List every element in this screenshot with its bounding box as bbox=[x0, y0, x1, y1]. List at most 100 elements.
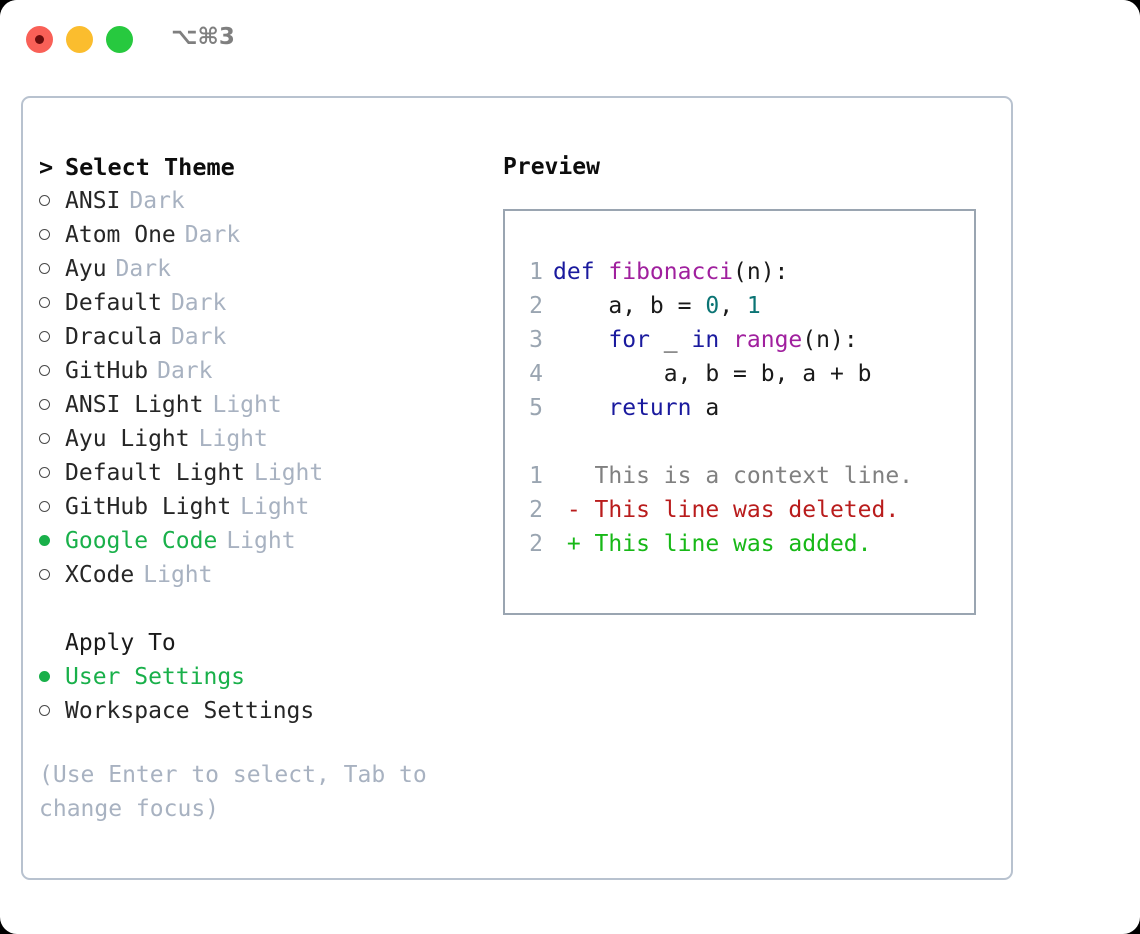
apply-to-option-workspace-settings[interactable]: Workspace Settings bbox=[39, 694, 479, 728]
line-number: 1 bbox=[529, 259, 543, 285]
radio-dot bbox=[39, 535, 50, 546]
list-spacer bbox=[39, 592, 479, 626]
radio-dot bbox=[39, 501, 50, 512]
code-token-kw: return bbox=[608, 395, 692, 421]
diff-line-ctx: 1 This is a context line. bbox=[517, 459, 968, 493]
diff-line-del: 2 - This line was deleted. bbox=[517, 493, 968, 527]
radio-dot bbox=[39, 671, 50, 682]
theme-variant-tag: Dark bbox=[157, 358, 213, 384]
theme-name: Default bbox=[65, 290, 162, 316]
code-token-plain: (n): bbox=[802, 327, 858, 353]
minimize-window-button[interactable] bbox=[66, 26, 93, 53]
code-token-plain: a bbox=[691, 395, 720, 421]
caret-icon: > bbox=[39, 153, 54, 181]
diff-marker bbox=[553, 463, 595, 489]
select-theme-title: Select Theme bbox=[65, 153, 235, 181]
line-number: 3 bbox=[529, 327, 543, 353]
code-token-kw: in bbox=[691, 327, 734, 353]
radio-dot bbox=[39, 365, 50, 376]
line-number: 1 bbox=[529, 463, 543, 489]
theme-variant-tag: Dark bbox=[115, 256, 171, 282]
theme-option-ayu[interactable]: Ayu Dark bbox=[39, 252, 479, 286]
keyboard-hint-text: (Use Enter to select, Tab to change focu… bbox=[39, 762, 427, 822]
keyboard-shortcut-label: ⌥⌘3 bbox=[171, 24, 235, 50]
maximize-window-button[interactable] bbox=[106, 26, 133, 53]
radio-dot bbox=[39, 263, 50, 274]
line-number: 2 bbox=[529, 497, 543, 523]
line-number: 2 bbox=[529, 531, 543, 557]
radio-dot bbox=[39, 705, 50, 716]
title-bar: ⌥⌘3 bbox=[0, 0, 1140, 78]
theme-option-github-light[interactable]: GitHub Light Light bbox=[39, 490, 479, 524]
radio-dot bbox=[39, 229, 50, 240]
theme-name: Dracula bbox=[65, 324, 162, 350]
code-diff-gap bbox=[517, 425, 968, 459]
line-number: 2 bbox=[529, 293, 543, 319]
line-number: 5 bbox=[529, 395, 543, 421]
theme-variant-tag: Light bbox=[143, 562, 213, 588]
theme-option-default[interactable]: Default Dark bbox=[39, 286, 479, 320]
theme-variant-tag: Light bbox=[254, 460, 324, 486]
select-theme-header: > Select Theme bbox=[39, 150, 479, 184]
theme-name: Default Light bbox=[65, 460, 246, 486]
diff-lines: 1 This is a context line.2 - This line w… bbox=[517, 459, 968, 561]
line-number: 4 bbox=[529, 361, 543, 387]
code-token-plain bbox=[553, 395, 608, 421]
code-line: 5 return a bbox=[517, 391, 968, 425]
diff-marker: + bbox=[553, 531, 595, 557]
code-token-kw: for bbox=[608, 327, 650, 353]
code-token-plain: a, b = bbox=[553, 293, 706, 319]
apply-to-name: User Settings bbox=[65, 664, 246, 690]
theme-name: Atom One bbox=[65, 222, 176, 248]
code-line: 2 a, b = 0, 1 bbox=[517, 289, 968, 323]
theme-option-ansi[interactable]: ANSI Dark bbox=[39, 184, 479, 218]
theme-option-default-light[interactable]: Default Light Light bbox=[39, 456, 479, 490]
code-token-num: 0 bbox=[705, 293, 720, 319]
theme-name: XCode bbox=[65, 562, 135, 588]
diff-text: This is a context line. bbox=[594, 463, 914, 489]
apply-to-name: Workspace Settings bbox=[65, 698, 315, 724]
theme-variant-tag: Dark bbox=[170, 290, 227, 316]
code-line: 4 a, b = b, a + b bbox=[517, 357, 968, 391]
theme-option-dracula[interactable]: Dracula Dark bbox=[39, 320, 479, 354]
theme-variant-tag: Light bbox=[240, 494, 310, 520]
theme-name: GitHub bbox=[65, 358, 149, 384]
radio-dot bbox=[39, 569, 50, 580]
theme-name: GitHub Light bbox=[65, 494, 232, 520]
theme-option-google-code[interactable]: Google Code Light bbox=[39, 524, 479, 558]
code-token-fn: fibonacci bbox=[608, 259, 734, 285]
theme-variant-tag: Light bbox=[212, 392, 282, 418]
theme-name: Ayu bbox=[65, 256, 107, 282]
theme-name: Ayu Light bbox=[65, 426, 190, 452]
code-token-plain: (n): bbox=[733, 259, 789, 285]
theme-variant-tag: Dark bbox=[170, 324, 227, 350]
diff-line-add: 2 + This line was added. bbox=[517, 527, 968, 561]
diff-marker: - bbox=[553, 497, 595, 523]
radio-dot bbox=[39, 331, 50, 342]
theme-name: ANSI bbox=[65, 188, 121, 214]
radio-dot bbox=[39, 297, 50, 308]
radio-dot bbox=[39, 195, 50, 206]
code-token-plain: _ bbox=[649, 327, 692, 353]
diff-text: This line was added. bbox=[594, 531, 872, 557]
theme-variant-tag: Dark bbox=[129, 188, 185, 214]
apply-to-label: Apply To bbox=[65, 630, 176, 656]
theme-option-github[interactable]: GitHub Dark bbox=[39, 354, 479, 388]
radio-dot bbox=[39, 399, 50, 410]
theme-name: Google Code bbox=[65, 528, 218, 554]
apply-to-option-user-settings[interactable]: User Settings bbox=[39, 660, 479, 694]
code-token-plain: a, b = b, a + b bbox=[553, 361, 872, 387]
code-line: 3 for _ in range(n): bbox=[517, 323, 968, 357]
theme-option-xcode[interactable]: XCode Light bbox=[39, 558, 479, 592]
theme-variant-tag: Light bbox=[226, 528, 296, 554]
diff-text: This line was deleted. bbox=[594, 497, 900, 523]
